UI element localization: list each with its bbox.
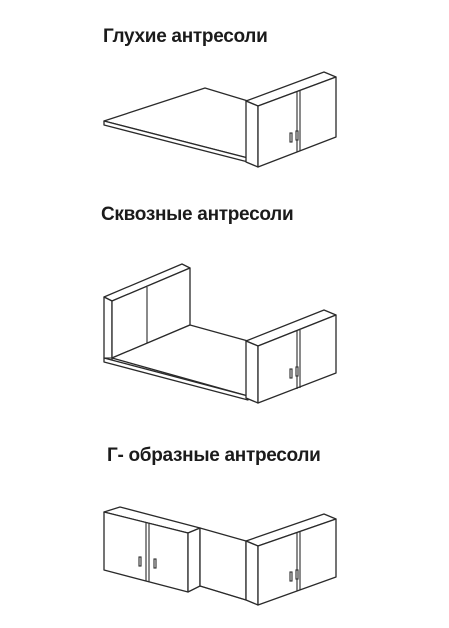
through-mezzanine-drawing bbox=[103, 263, 337, 404]
l-shaped-mezzanine-drawing bbox=[103, 506, 337, 606]
blind-mezzanine-drawing bbox=[103, 71, 337, 168]
section-title-blind-mezzanines: Глухие антресоли bbox=[103, 26, 268, 47]
section-title-l-shaped-mezzanines: Г- образные антресоли bbox=[107, 445, 321, 466]
section-title-through-mezzanines: Сквозные антресоли bbox=[101, 204, 294, 225]
